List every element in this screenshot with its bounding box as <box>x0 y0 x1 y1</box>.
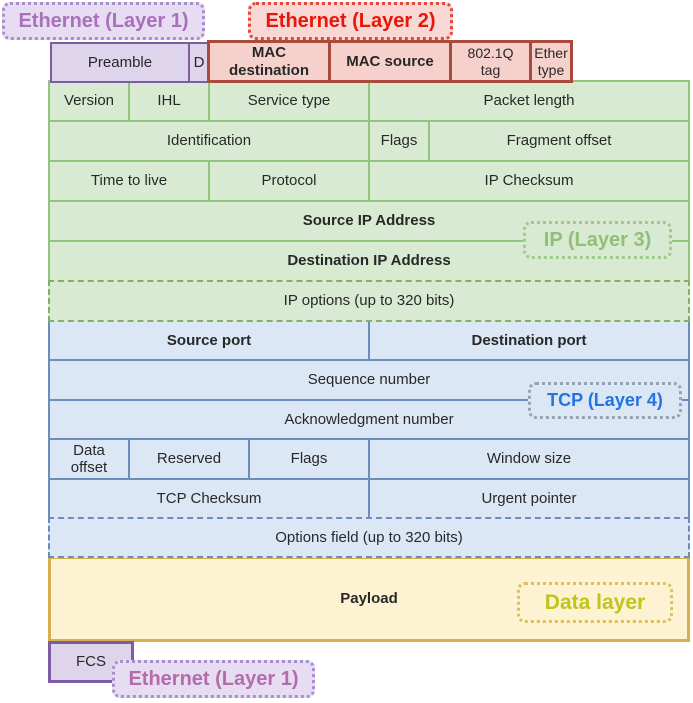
tcp-field-flags: Flags <box>248 438 370 480</box>
ip-field-checksum: IP Checksum <box>368 160 690 202</box>
eth-field-8021q-tag: 802.1Q tag <box>449 40 532 83</box>
data-layer-label: Data layer <box>517 582 673 623</box>
tcp-field-data-offset: Data offset <box>48 438 130 480</box>
ip-field-version: Version <box>48 80 130 122</box>
tcp-field-checksum: TCP Checksum <box>48 478 370 519</box>
eth-field-preamble: Preamble <box>50 42 190 83</box>
ip-field-flags: Flags <box>368 120 430 162</box>
ethernet-layer1-label-bottom: Ethernet (Layer 1) <box>112 660 315 698</box>
tcp-field-reserved: Reserved <box>128 438 250 480</box>
tcp-field-urgent-pointer: Urgent pointer <box>368 478 690 519</box>
ip-field-time-to-live: Time to live <box>48 160 210 202</box>
tcp-field-options: Options field (up to 320 bits) <box>48 517 690 558</box>
tcp-field-window-size: Window size <box>368 438 690 480</box>
ip-field-packet-length: Packet length <box>368 80 690 122</box>
tcp-layer4-label: TCP (Layer 4) <box>528 382 682 419</box>
ethernet-layer2-label: Ethernet (Layer 2) <box>248 2 453 40</box>
ip-field-protocol: Protocol <box>208 160 370 202</box>
ip-field-options: IP options (up to 320 bits) <box>48 280 690 322</box>
eth-field-mac-source: MAC source <box>328 40 452 83</box>
ip-layer3-label: IP (Layer 3) <box>523 221 672 259</box>
tcp-field-source-port: Source port <box>48 320 370 361</box>
tcp-field-destination-port: Destination port <box>368 320 690 361</box>
ip-field-fragment-offset: Fragment offset <box>428 120 690 162</box>
ip-field-service-type: Service type <box>208 80 370 122</box>
ip-field-ihl: IHL <box>128 80 210 122</box>
eth-field-ether-type: Ether type <box>529 40 573 83</box>
eth-field-mac-destination: MAC destination <box>207 40 331 83</box>
ip-field-identification: Identification <box>48 120 370 162</box>
ethernet-layer1-label-top: Ethernet (Layer 1) <box>2 2 205 40</box>
